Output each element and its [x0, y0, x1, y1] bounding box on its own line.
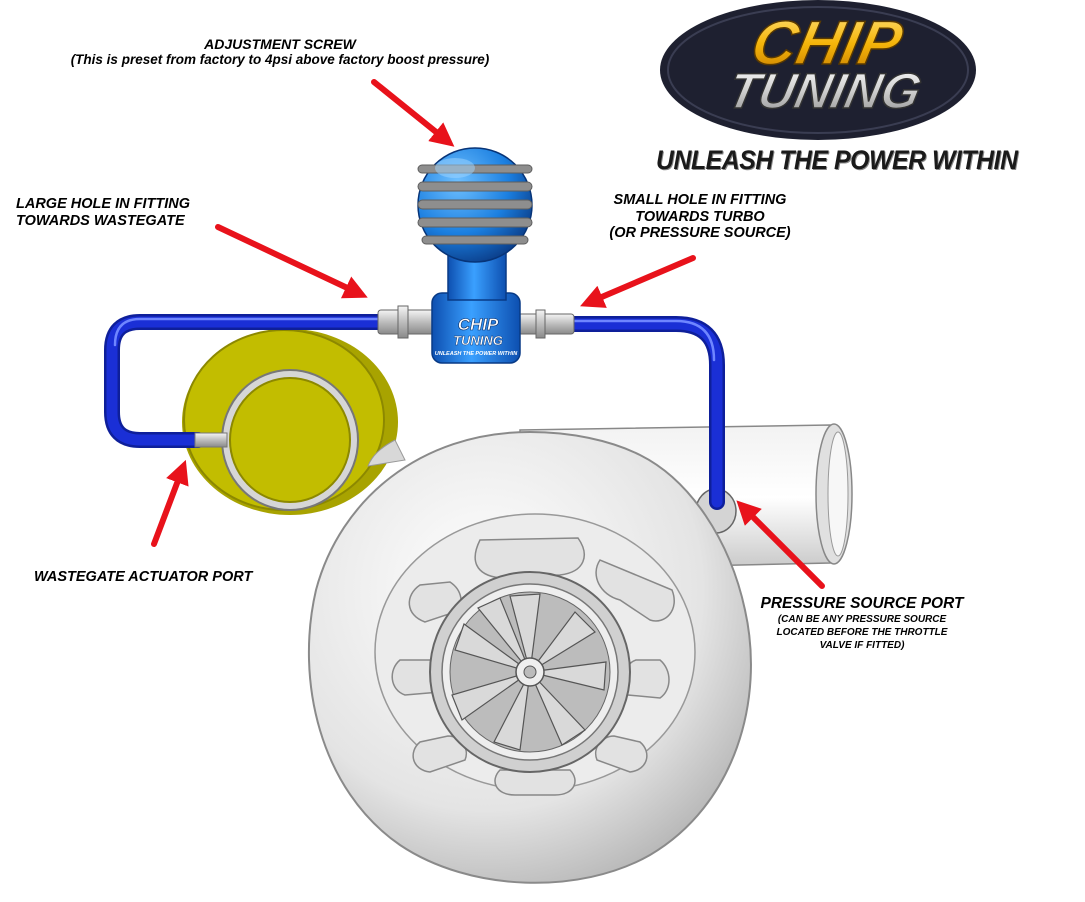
label-pressure-title: PRESSURE SOURCE PORT: [760, 595, 964, 612]
label-large-hole-line1: LARGE HOLE IN FITTING: [16, 196, 190, 212]
callout-arrows: [151, 79, 825, 589]
compressor-wheel: [451, 593, 607, 751]
label-pressure-note2: LOCATED BEFORE THE THROTTLE: [776, 626, 948, 638]
arrow-adjustment-screw: [371, 79, 455, 147]
label-pressure-note3: VALVE IF FITTED): [819, 639, 905, 651]
label-small-hole-line2: TOWARDS TURBO: [635, 208, 765, 225]
adjustment-screw: [417, 147, 533, 263]
logo-line1: CHIP: [745, 9, 908, 78]
vacuum-hoses: [104, 314, 725, 510]
label-small-hole: SMALL HOLE IN FITTING TOWARDS TURBO (OR …: [590, 192, 810, 242]
logo-tagline: UNLEASH THE POWER WITHIN: [656, 145, 1018, 175]
label-adjustment-title: ADJUSTMENT SCREW: [204, 36, 356, 52]
label-pressure-source: PRESSURE SOURCE PORT (CAN BE ANY PRESSUR…: [752, 595, 972, 652]
label-wastegate-text: WASTEGATE ACTUATOR PORT: [34, 569, 253, 585]
label-wastegate-port: WASTEGATE ACTUATOR PORT: [34, 569, 252, 586]
wastegate-actuator: [182, 329, 398, 515]
arrow-pressure-port: [736, 500, 825, 589]
label-small-hole-line1: SMALL HOLE IN FITTING: [613, 192, 787, 208]
logo-badge: [660, 0, 976, 140]
compressor-housing: [307, 430, 752, 884]
label-large-hole-line2: TOWARDS WASTEGATE: [16, 212, 185, 229]
boost-controller-valve: CHIP TUNING UNLEASH THE POWER WITHIN: [377, 147, 575, 364]
label-pressure-note1: (CAN BE ANY PRESSURE SOURCE: [777, 613, 947, 625]
label-adjustment-screw: ADJUSTMENT SCREW (This is preset from fa…: [20, 36, 540, 68]
logo-line2: TUNING: [723, 63, 927, 119]
chip-tuning-logo: CHIP TUNING: [660, 0, 976, 140]
label-small-hole-line3: (OR PRESSURE SOURCE): [609, 225, 791, 242]
label-large-hole: LARGE HOLE IN FITTING TOWARDS WASTEGATE: [16, 196, 190, 229]
valve-badge-line2: TUNING: [453, 333, 503, 348]
arrow-small-hole: [580, 255, 696, 308]
valve-badge-tagline: UNLEASH THE POWER WITHIN: [435, 351, 519, 357]
valve-badge-line1: CHIP: [458, 315, 499, 334]
label-adjustment-note: (This is preset from factory to 4psi abo…: [70, 52, 490, 68]
small-hole-fitting: [517, 313, 575, 335]
arrow-wastegate-port: [151, 459, 189, 547]
arrow-large-hole: [215, 224, 368, 299]
